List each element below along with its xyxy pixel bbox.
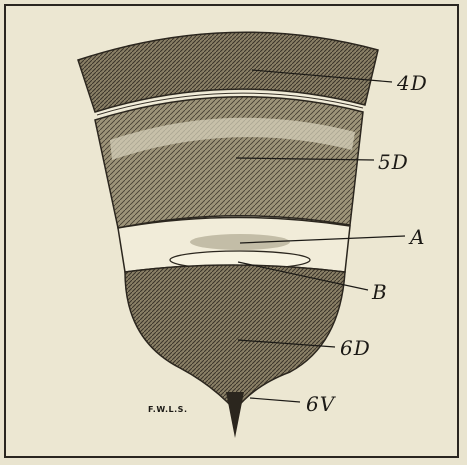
label-6d: 6D: [340, 336, 371, 360]
label-a: A: [410, 225, 425, 249]
segment-6d: [125, 265, 345, 410]
label-4d: 4D: [397, 71, 428, 95]
label-6v: 6V: [306, 392, 335, 416]
segment-6v-tip: [226, 392, 244, 438]
label-5d: 5D: [378, 150, 409, 174]
leader-6v: [250, 398, 300, 402]
artist-signature: F.W.L.S.: [148, 405, 187, 414]
label-b: B: [372, 280, 388, 304]
segment-5d: [95, 97, 363, 228]
